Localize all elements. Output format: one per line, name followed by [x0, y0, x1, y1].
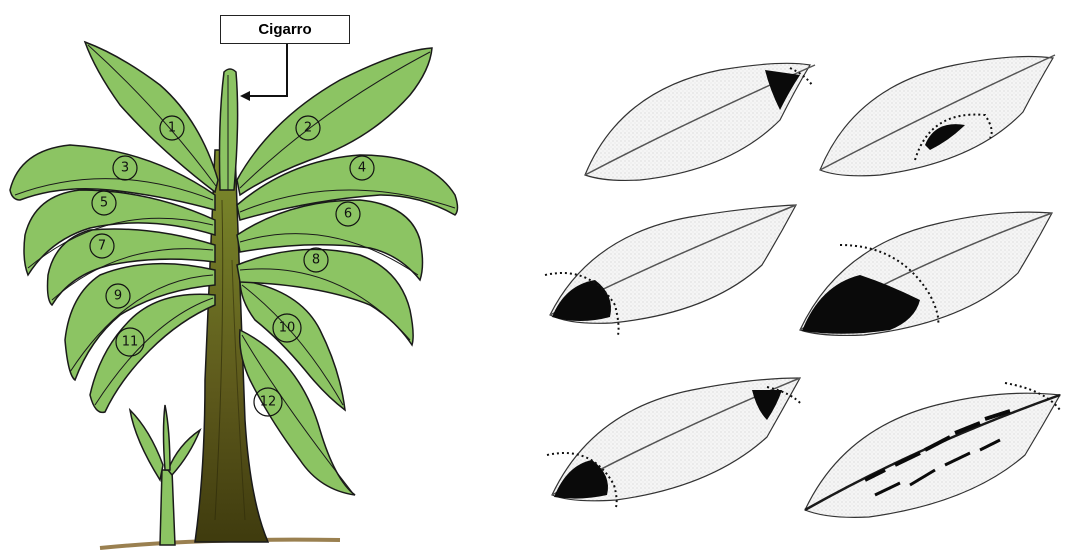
- leaf-label-3: 3: [121, 161, 129, 176]
- cigar-leaf: [220, 69, 238, 190]
- sucker-plant: [130, 405, 200, 545]
- leaf-label-6: 6: [344, 207, 352, 222]
- leaf-label-7: 7: [98, 239, 106, 254]
- leaf-label-9: 9: [114, 289, 122, 304]
- stage-streaks: [805, 383, 1060, 517]
- stage-base: [545, 205, 796, 335]
- cigar-callout-label: Cigarro: [220, 15, 350, 44]
- leaf-label-8: 8: [312, 253, 320, 268]
- stage-tip-and-base: [547, 378, 802, 507]
- leaf-label-2: 2: [304, 121, 312, 136]
- stage-tip: [585, 63, 815, 180]
- leaf-label-11: 11: [122, 335, 139, 350]
- cigar-callout-arrow: [242, 44, 287, 96]
- banana-plant: 1 2 3 4 5 6 7 8 9 10 11 12: [10, 42, 458, 548]
- leaf-label-10: 10: [279, 321, 296, 336]
- stage-midrib: [820, 55, 1055, 176]
- infection-stages: [545, 55, 1060, 517]
- leaf-label-5: 5: [100, 196, 108, 211]
- leaf-label-1: 1: [168, 121, 176, 136]
- arrow-head-icon: [240, 91, 250, 101]
- stage-base-advanced: [800, 212, 1052, 335]
- leaf-label-12: 12: [260, 395, 277, 410]
- leaf-label-4: 4: [358, 161, 366, 176]
